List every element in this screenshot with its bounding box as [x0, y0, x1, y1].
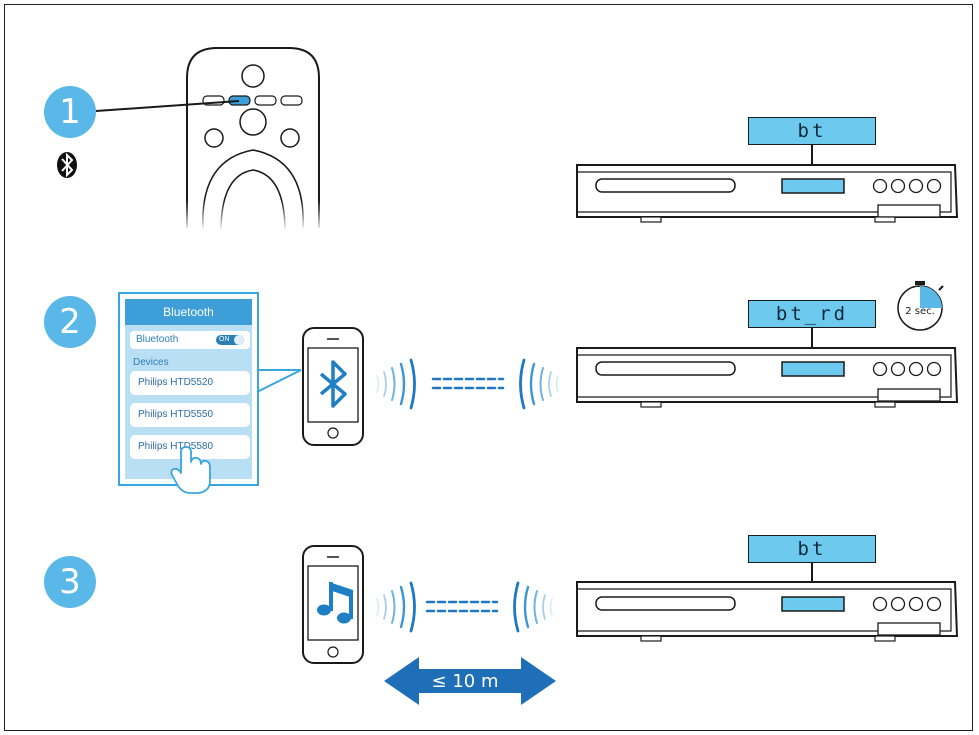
bluetooth-switch[interactable]: ON	[216, 335, 244, 345]
player-unit-2	[576, 327, 959, 408]
signal-waves-3	[376, 581, 553, 633]
display-readout-2: bt_rd	[748, 300, 876, 328]
timer-label: 2 sec.	[905, 306, 935, 317]
bluetooth-toggle-label: Bluetooth	[136, 334, 179, 345]
switch-state: ON	[219, 336, 230, 343]
music-note-icon	[317, 582, 353, 624]
switch-knob	[234, 335, 244, 345]
device-item[interactable]: Philips HTD5580	[130, 435, 250, 459]
step-badge-2: 2	[44, 296, 96, 348]
step-badge-1: 1	[44, 86, 96, 138]
step-badge-3: 3	[44, 556, 96, 608]
signal-waves-2	[376, 358, 559, 410]
frame-border	[4, 4, 973, 731]
panel-title: Bluetooth	[125, 299, 252, 325]
double-arrow	[384, 657, 556, 705]
device-item[interactable]: Philips HTD5550	[130, 403, 250, 427]
hand-pointer-icon	[170, 446, 211, 494]
device-item[interactable]: Philips HTD5520	[130, 371, 250, 395]
smartphone-3	[302, 545, 364, 664]
bluetooth-toggle-row[interactable]: Bluetooth ON	[130, 331, 250, 349]
range-label: ≤ 10 m	[431, 671, 499, 692]
smartphone-2	[302, 327, 364, 446]
player-unit-1	[576, 145, 959, 223]
display-readout-1: bt	[748, 117, 876, 145]
bluetooth-icon	[57, 152, 77, 178]
player-unit-3	[576, 562, 959, 642]
display-readout-3: bt	[748, 535, 876, 563]
timer-icon	[897, 281, 944, 331]
devices-header: Devices	[133, 357, 169, 368]
bluetooth-icon	[319, 360, 347, 408]
